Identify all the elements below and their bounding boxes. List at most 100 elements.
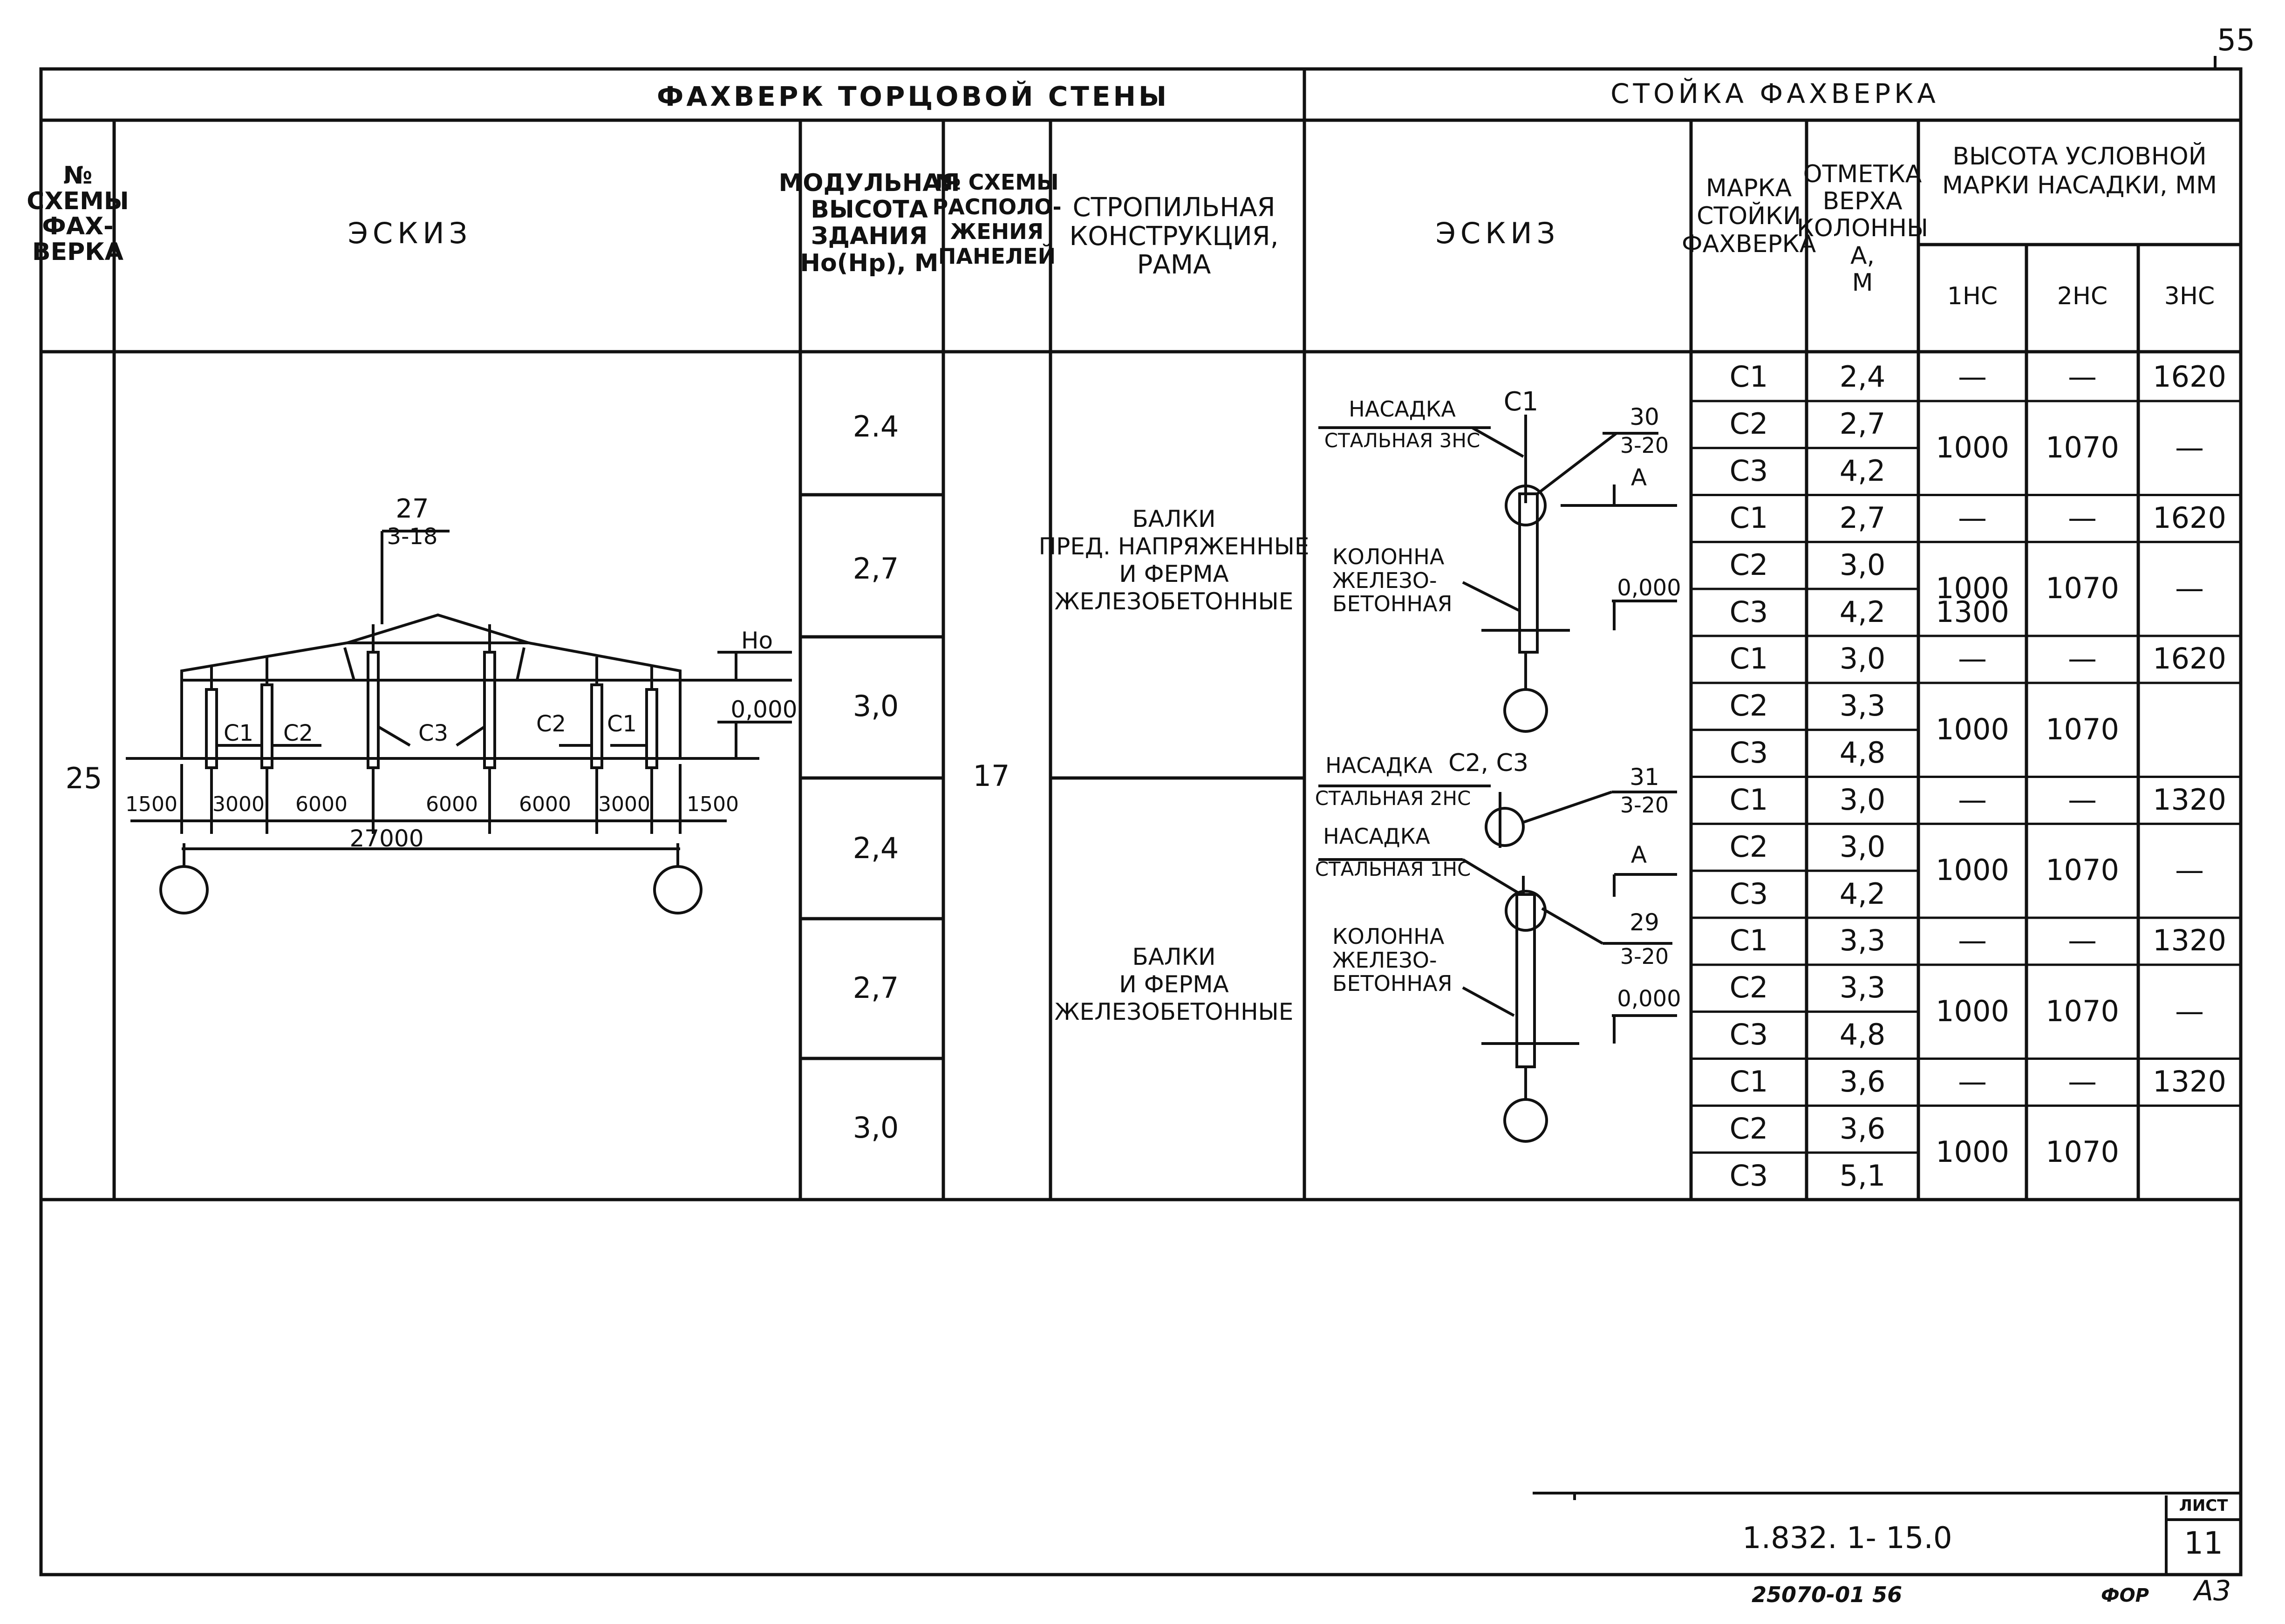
axis-marker-bottom bbox=[1503, 1098, 1548, 1143]
cell-n2: 1070 bbox=[2046, 430, 2119, 464]
dim-1: 1500 bbox=[125, 792, 177, 816]
format-value: А3 bbox=[2194, 1575, 2231, 1607]
axis-marker-left bbox=[159, 865, 209, 914]
sketch1-level-zero: 0,000 bbox=[730, 696, 798, 723]
cell-n3: — bbox=[2175, 571, 2204, 606]
sheet-label: ЛИСТ bbox=[2179, 1496, 2228, 1515]
s2-bot-mark: С2, С3 bbox=[1448, 749, 1528, 777]
sketch1-post-1: С1 bbox=[223, 720, 254, 746]
outer-border bbox=[39, 67, 2243, 1576]
s2-top-nozzle: НАСАДКА bbox=[1349, 396, 1456, 422]
left-title: ФАХВЕРК ТОРЦОВОЙ СТЕНЫ bbox=[656, 81, 1170, 112]
cell-a: 3,3 bbox=[1839, 923, 1886, 958]
cell-n1: — bbox=[1958, 360, 1987, 394]
sketch-posts bbox=[1318, 415, 1677, 1143]
column-bottom bbox=[1515, 893, 1536, 1068]
cell-n3: 1320 bbox=[2153, 1064, 2226, 1099]
cell-n1: 1000 bbox=[1936, 994, 2009, 1028]
post-c1-right bbox=[645, 688, 658, 769]
s2-bot-zero: 0,000 bbox=[1617, 986, 1681, 1012]
cell-a: 2,7 bbox=[1839, 407, 1886, 441]
s2-bot-node2: 29 bbox=[1630, 909, 1659, 936]
cell-a: 5,1 bbox=[1839, 1158, 1886, 1193]
cell-mark: С1 bbox=[1729, 500, 1768, 535]
post-c2-left bbox=[260, 683, 273, 769]
sketch1-post-3: С3 bbox=[418, 720, 449, 746]
height-3: 3,0 bbox=[853, 689, 899, 723]
cell-a: 3,3 bbox=[1839, 970, 1886, 1005]
cell-n1: — bbox=[1958, 500, 1987, 535]
cell-n1: — bbox=[1958, 782, 1987, 817]
cell-n2: — bbox=[2068, 641, 2097, 676]
cell-mark: С2 bbox=[1729, 547, 1768, 582]
cell-mark: С3 bbox=[1729, 1158, 1768, 1193]
cell-a: 3,0 bbox=[1839, 641, 1886, 676]
column-top bbox=[1518, 492, 1539, 654]
header-3nc: 3НС bbox=[2164, 282, 2215, 310]
post-c3-b bbox=[483, 651, 496, 769]
height-1: 2.4 bbox=[853, 409, 899, 444]
sketch1-post-4: С2 bbox=[536, 711, 566, 737]
cell-a: 2,4 bbox=[1839, 360, 1886, 394]
cell-mark: С3 bbox=[1729, 876, 1768, 911]
drawing-code: 1.832. 1- 15.0 bbox=[1742, 1521, 1952, 1556]
sketch1-node-sub: 3-18 bbox=[387, 524, 438, 550]
cell-n1: 1000 bbox=[1936, 712, 2009, 746]
sketch1-node: 27 bbox=[396, 494, 429, 524]
cell-n3: — bbox=[2175, 994, 2204, 1028]
cell-n2: 1070 bbox=[2046, 1135, 2119, 1169]
cell-mark: С2 bbox=[1729, 829, 1768, 864]
s2-bot-nozzle-type: СТАЛЬНАЯ 2НС bbox=[1315, 787, 1471, 810]
header-sketch-2: ЭСКИЗ bbox=[1435, 216, 1560, 250]
cell-mark: С3 bbox=[1729, 1017, 1768, 1052]
axis-marker-right bbox=[653, 865, 703, 914]
post-c2-right bbox=[590, 683, 603, 769]
cell-a: 4,2 bbox=[1839, 454, 1886, 488]
dim-7: 1500 bbox=[687, 792, 739, 816]
page-number: 55 bbox=[2217, 23, 2255, 58]
axis-marker-top bbox=[1503, 688, 1548, 733]
dim-total: 27000 bbox=[349, 825, 424, 852]
cell-a: 3,6 bbox=[1839, 1111, 1886, 1146]
cell-mark: С3 bbox=[1729, 594, 1768, 629]
cell-n1: — bbox=[1958, 641, 1987, 676]
cell-a: 2,7 bbox=[1839, 500, 1886, 535]
s2-bot-nozzle2: НАСАДКА bbox=[1323, 824, 1430, 849]
s2-bot-a: А bbox=[1630, 841, 1647, 868]
s2-bot-nozzle2-type: СТАЛЬНАЯ 1НС bbox=[1315, 858, 1471, 880]
s2-top-a: А bbox=[1630, 464, 1647, 491]
dim-2: 3000 bbox=[212, 792, 265, 816]
cell-n3: 1620 bbox=[2153, 641, 2226, 676]
height-4: 2,4 bbox=[853, 831, 899, 865]
format-label: ФОР bbox=[2101, 1585, 2149, 1606]
cell-n1: — bbox=[1958, 923, 1987, 958]
scheme-number: 25 bbox=[65, 761, 102, 795]
cell-n1: 1000 bbox=[1936, 430, 2009, 464]
cell-n1: — bbox=[1958, 1064, 1987, 1099]
cell-mark: С1 bbox=[1729, 360, 1768, 394]
cell-a: 3,6 bbox=[1839, 1064, 1886, 1099]
cell-n3: 1620 bbox=[2153, 500, 2226, 535]
dim-3: 6000 bbox=[295, 792, 348, 816]
cell-n2: 1070 bbox=[2046, 712, 2119, 746]
cell-a: 3,0 bbox=[1839, 782, 1886, 817]
cell-a: 4,2 bbox=[1839, 876, 1886, 911]
s2-top-zero: 0,000 bbox=[1617, 575, 1681, 601]
roof-outline bbox=[180, 613, 682, 680]
header-sketch: ЭСКИЗ bbox=[348, 216, 472, 250]
s2-top-node-sub: 3-20 bbox=[1620, 433, 1669, 458]
cell-mark: С3 bbox=[1729, 454, 1768, 488]
cell-mark: С2 bbox=[1729, 407, 1768, 441]
sketch1-level-h: Hо bbox=[741, 627, 773, 654]
cell-mark: С1 bbox=[1729, 1064, 1768, 1099]
cell-mark: С1 bbox=[1729, 923, 1768, 958]
